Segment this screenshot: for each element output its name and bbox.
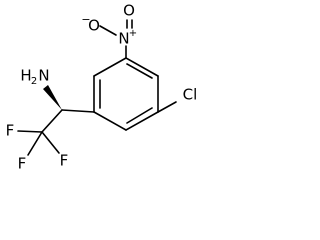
nitro-o-minus-label: O — [88, 17, 100, 35]
nitro-o-double-label: O — [123, 2, 135, 20]
molecule-drawing: O − O N + H 2 N Cl F F F — [6, 2, 198, 173]
chemical-structure-diagram: O − O N + H 2 N Cl F F F — [6, 2, 198, 173]
fluorine-left-label: F — [6, 122, 15, 140]
nitro-o-minus-charge: − — [81, 13, 90, 26]
amine-n-label: N — [38, 67, 49, 85]
chloro-bond — [157, 101, 177, 113]
nitro-n-label: N — [118, 30, 129, 48]
nitro-o-minus-bond — [99, 25, 117, 36]
ring-double-bond-2 — [126, 107, 153, 124]
cf3-bond-bottom — [27, 131, 43, 156]
nitro-n-charge: + — [129, 28, 137, 39]
amine-subscript: 2 — [31, 76, 37, 87]
cf3-bond-left — [17, 130, 43, 133]
chlorine-label: Cl — [183, 86, 198, 104]
cf3-bond-right — [41, 131, 60, 154]
ring-bond-4 — [93, 111, 127, 131]
ring-to-chiral-bond — [61, 109, 95, 113]
amine-h-label: H — [20, 67, 31, 85]
ring-bond-6 — [93, 57, 127, 77]
ring-bond-1 — [125, 57, 159, 77]
chiral-to-cf3-bond — [41, 109, 63, 133]
ring-double-bond-1 — [126, 63, 153, 79]
ring-bond-3 — [125, 111, 159, 131]
fluorine-bottom-label: F — [18, 155, 27, 173]
wedge-bond-amine — [43, 85, 62, 110]
fluorine-right-label: F — [60, 152, 69, 170]
